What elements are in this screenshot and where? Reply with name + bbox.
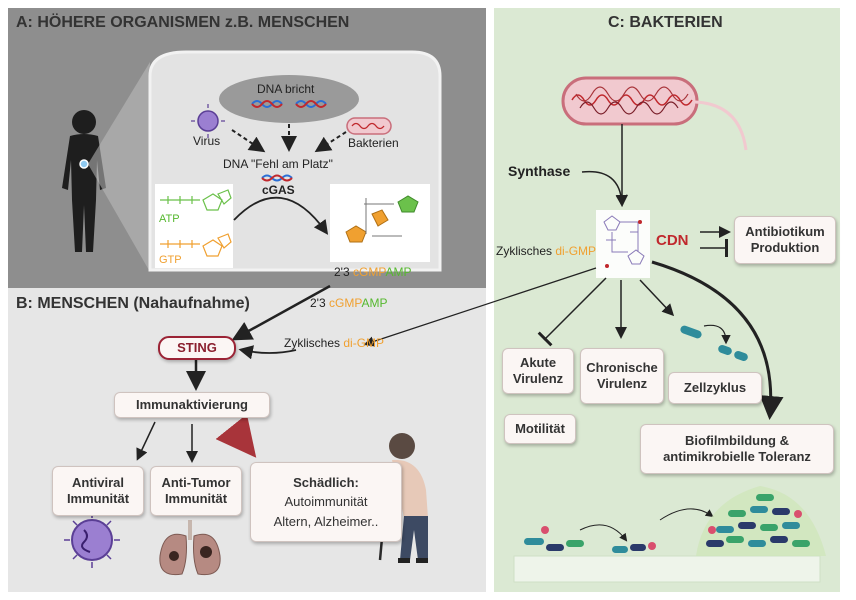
gtp-label: GTP <box>159 254 182 266</box>
bacterium-large-icon <box>561 76 748 151</box>
atp-structure-image <box>155 184 233 232</box>
panel-a-title: A: HÖHERE ORGANISMEN z.B. MENSCHEN <box>16 14 350 31</box>
dna-breaks-ellipse <box>219 75 359 123</box>
harmful-aging: Altern, Alzheimer.. <box>273 513 379 529</box>
zoom-wedge <box>88 62 150 272</box>
cell-cycle-node: Zellzyklus <box>668 372 762 404</box>
biofilm-surface <box>513 555 821 583</box>
cgamp-label-b: 2'3 cGMPAMP <box>310 296 388 310</box>
di-gmp-structure-image <box>596 210 650 278</box>
synthase-label: Synthase <box>508 163 571 179</box>
highlight-dot-icon <box>79 159 89 169</box>
virus-label: Virus <box>193 134 221 148</box>
bacteria-label: Bakterien <box>348 136 399 150</box>
lungs-icon <box>159 520 221 576</box>
cyclic-digmp-label-c: Zyklisches di-GMP <box>496 244 597 258</box>
cyclic-digmp-label-b: Zyklisches di-GMP <box>284 336 385 350</box>
harmful-autoimmunity: Autoimmunität <box>284 494 368 510</box>
sting-node: STING <box>158 336 236 360</box>
biofilm-node: Biofilmbildung &antimikrobielle Toleranz <box>640 424 834 474</box>
dna-breaks-label: DNA bricht <box>257 82 315 96</box>
motility-node: Motilität <box>504 414 576 444</box>
immune-activation-node: Immunaktivierung <box>114 392 270 418</box>
harmful-title: Schädlich: <box>293 474 359 490</box>
cgas-label: cGAS <box>262 183 295 197</box>
panel-b-title: B: MENSCHEN (Nahaufnahme) <box>16 295 250 312</box>
biofilm-bacteria-icon <box>524 486 826 556</box>
virus-large-icon <box>64 512 120 568</box>
misplaced-dna-label: DNA "Fehl am Platz" <box>223 157 333 171</box>
virus-icon <box>191 104 225 138</box>
cgamp-label-a: 2'3 cGMPAMP <box>334 265 412 279</box>
cell-cycle-icon <box>680 324 748 362</box>
panel-c-title: C: BAKTERIEN <box>608 14 723 31</box>
bacterium-small-icon <box>346 117 392 135</box>
harmful-effects-node: Schädlich: Autoimmunität Altern, Alzheim… <box>250 462 402 542</box>
atp-label: ATP <box>159 213 180 225</box>
cdn-label: CDN <box>656 232 689 249</box>
